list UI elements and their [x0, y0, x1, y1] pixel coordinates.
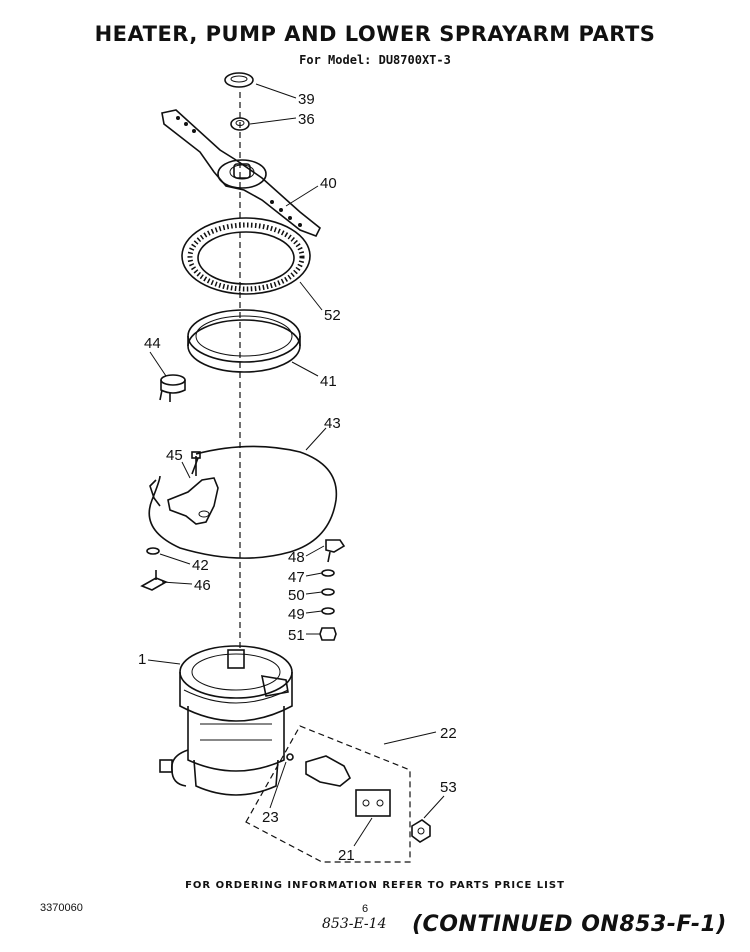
part-53-nut — [411, 819, 431, 843]
part-49-washer — [321, 607, 335, 615]
callout-45: 45 — [166, 447, 183, 464]
callout-43: 43 — [324, 415, 341, 432]
callout-50: 50 — [288, 587, 305, 604]
part-51-nut — [319, 627, 337, 641]
callout-44: 44 — [144, 335, 161, 352]
callout-1: 1 — [138, 651, 146, 668]
document-number: 3370060 — [40, 902, 83, 914]
handwritten-reference: 853-E-14 — [322, 916, 387, 932]
ordering-note: FOR ORDERING INFORMATION REFER TO PARTS … — [185, 880, 565, 891]
part-45-bracket — [167, 451, 219, 525]
callout-42: 42 — [192, 557, 209, 574]
callout-47: 47 — [288, 569, 305, 586]
callout-48: 48 — [288, 549, 305, 566]
callout-21: 21 — [338, 847, 355, 864]
part-48-terminal — [325, 539, 346, 563]
callout-46: 46 — [194, 577, 211, 594]
page-number: 6 — [362, 903, 369, 915]
part-39-cap — [224, 72, 254, 88]
part-1-pump-motor — [159, 645, 293, 796]
part-42-nut — [146, 547, 160, 555]
callout-40: 40 — [320, 175, 337, 192]
callout-23: 23 — [262, 809, 279, 826]
continued-note: (CONTINUED ON853-F-1) — [412, 912, 727, 937]
callout-52: 52 — [324, 307, 341, 324]
page-title: HEATER, PUMP AND LOWER SPRAYARM PARTS — [94, 22, 656, 46]
callout-36: 36 — [298, 111, 315, 128]
callout-49: 49 — [288, 606, 305, 623]
model-subtitle: For Model: DU8700XT-3 — [299, 53, 451, 67]
part-43-heater-element — [148, 445, 338, 559]
callout-39: 39 — [298, 91, 315, 108]
part-46-clip — [140, 570, 168, 591]
part-41-ring-seal — [187, 309, 301, 373]
callout-22: 22 — [440, 725, 457, 742]
leader-lines — [147, 83, 445, 847]
callout-51: 51 — [288, 627, 305, 644]
part-52-filter-ring — [181, 217, 311, 295]
part-36-nut — [230, 117, 250, 131]
callout-53: 53 — [440, 779, 457, 796]
part-22-group-outline — [245, 725, 411, 863]
part-50-washer — [321, 588, 335, 596]
part-47-washer — [321, 569, 335, 577]
part-44-thermostat — [159, 374, 186, 402]
callout-41: 41 — [320, 373, 337, 390]
part-40-sprayarm — [161, 109, 322, 238]
part-23-gasket — [286, 753, 294, 761]
part-21-valve — [305, 755, 391, 817]
